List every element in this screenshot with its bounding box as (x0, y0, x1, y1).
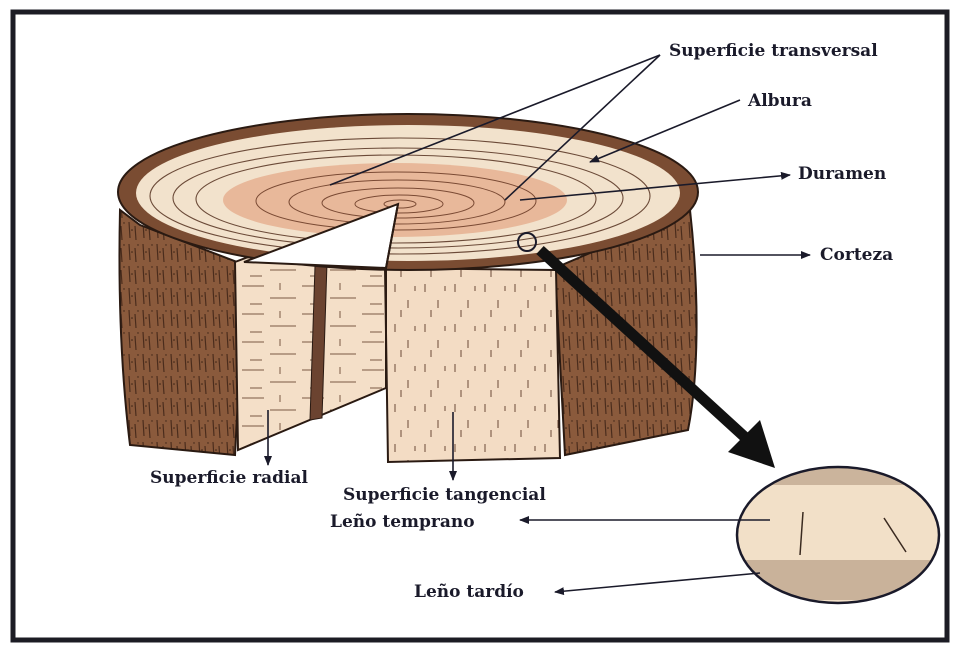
tangential-face (385, 268, 560, 462)
log-illustration (118, 114, 698, 462)
label-leno-tardio: Leño tardío (414, 582, 524, 602)
label-leno-temprano: Leño temprano (330, 512, 475, 532)
label-superficie-transversal: Superficie transversal (669, 41, 878, 61)
label-corteza: Corteza (820, 245, 893, 265)
label-superficie-radial: Superficie radial (150, 468, 309, 488)
label-superficie-tangencial: Superficie tangencial (343, 485, 546, 505)
label-duramen: Duramen (798, 164, 886, 184)
label-albura: Albura (747, 91, 812, 111)
magnified-lens (735, 465, 945, 610)
